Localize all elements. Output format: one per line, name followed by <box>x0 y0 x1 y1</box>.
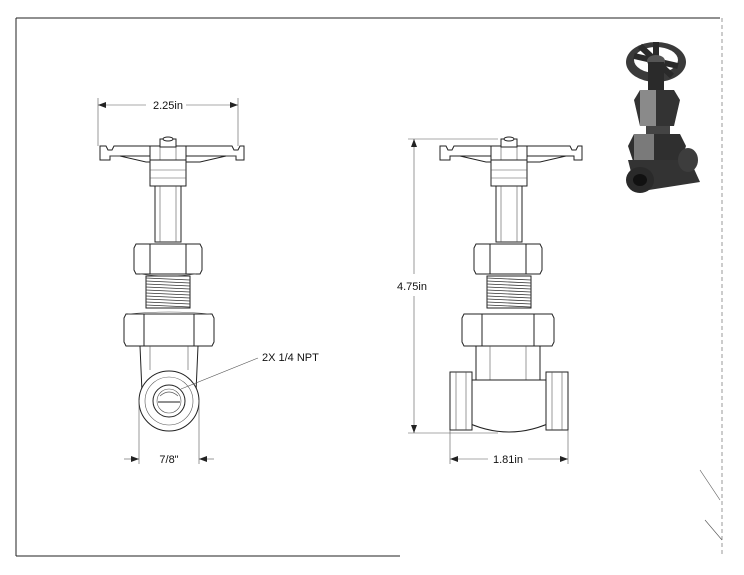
dimension-handwheel-width: 2.25in <box>97 98 239 146</box>
thread-line <box>145 295 191 299</box>
thread-line <box>145 283 191 287</box>
thread-line <box>145 289 191 293</box>
dimension-side-width: 7/8" <box>124 400 214 466</box>
stem-threads-side <box>486 275 532 309</box>
thread-line <box>145 280 191 284</box>
stem <box>149 159 187 243</box>
dimension-label-handwheel-width: 2.25in <box>153 100 183 112</box>
thread-line <box>145 304 191 308</box>
thread-line <box>145 277 191 281</box>
thread-line <box>486 301 532 305</box>
stem-threads <box>145 275 191 309</box>
side-view <box>439 136 583 433</box>
isometric-render <box>626 42 700 193</box>
thread-line <box>486 292 532 296</box>
thread-line <box>486 295 532 299</box>
thread-line <box>145 301 191 305</box>
sheet-border <box>15 17 723 557</box>
thread-line <box>486 280 532 284</box>
npt-callout: 2X 1/4 NPT <box>180 352 319 390</box>
packing-nut <box>133 243 203 277</box>
dimension-overall-height: 4.75in <box>397 138 498 434</box>
front-view <box>99 136 245 432</box>
callout-label-npt: 2X 1/4 NPT <box>262 352 319 364</box>
thread-line <box>486 283 532 287</box>
thread-line <box>486 277 532 281</box>
thread-line <box>486 289 532 293</box>
handwheel-side <box>439 136 583 163</box>
thread-line <box>486 286 532 290</box>
thread-line <box>145 298 191 302</box>
stem-side <box>490 159 528 243</box>
thread-line <box>145 286 191 290</box>
valve-body-side <box>449 371 569 433</box>
bonnet-side <box>475 345 541 387</box>
valve-body-port <box>138 370 200 432</box>
dimension-label-side-width: 7/8" <box>159 454 178 466</box>
dimension-label-overall-height: 4.75in <box>397 281 427 293</box>
handwheel <box>99 136 245 163</box>
bonnet-nut <box>123 311 215 347</box>
dimension-body-length: 1.81in <box>449 430 569 466</box>
bonnet-nut-side <box>461 313 555 347</box>
thread-line <box>486 304 532 308</box>
thread-line <box>145 292 191 296</box>
dimension-label-body-length: 1.81in <box>493 454 523 466</box>
thread-line <box>486 298 532 302</box>
packing-nut-side <box>473 243 543 275</box>
